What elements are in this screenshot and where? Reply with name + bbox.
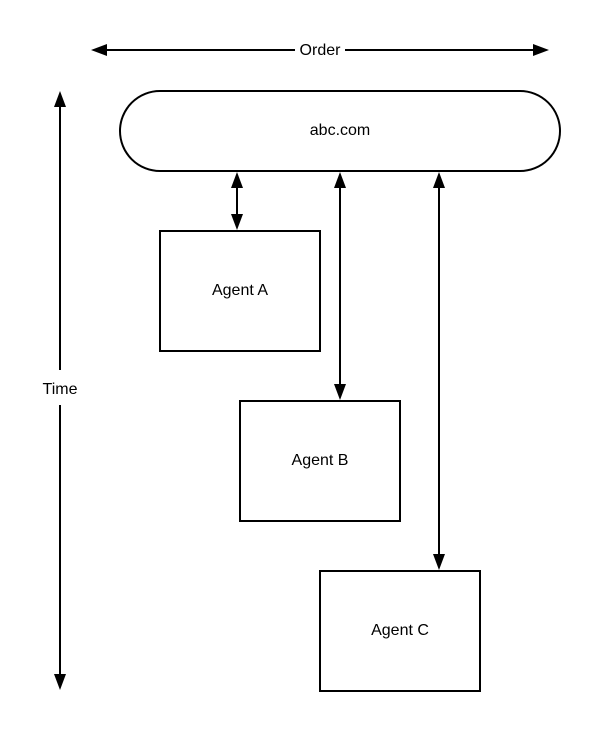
agent-c-label: Agent C <box>371 622 429 639</box>
server-shape <box>119 90 561 172</box>
time-axis-arrowhead-top <box>54 91 66 107</box>
agent-a-box <box>159 230 321 352</box>
order-axis-label: Order <box>300 42 342 59</box>
time-axis-arrowhead-bottom <box>54 674 66 690</box>
agent-b-label: Agent B <box>292 452 349 469</box>
agent-b-box <box>239 400 401 522</box>
server-node: abc.com <box>119 90 561 172</box>
agent-a-node: Agent A <box>159 230 321 352</box>
server-label: abc.com <box>310 122 370 139</box>
order-axis-arrowhead-left <box>91 44 107 56</box>
connector-agent-a-arrowhead-top <box>231 172 243 188</box>
connector-agent-c <box>433 172 445 570</box>
connector-agent-c-arrowhead-bottom <box>433 554 445 570</box>
order-axis-arrowhead-right <box>533 44 549 56</box>
connector-agent-a <box>231 172 243 230</box>
agent-b-node: Agent B <box>239 400 401 522</box>
agent-c-box <box>319 570 481 692</box>
connector-agent-b-arrowhead-bottom <box>334 384 346 400</box>
connector-agent-c-arrowhead-top <box>433 172 445 188</box>
connector-agent-a-arrowhead-bottom <box>231 214 243 230</box>
time-axis-label: Time <box>43 381 78 398</box>
order-axis: Order <box>91 42 549 59</box>
agent-c-node: Agent C <box>319 570 481 692</box>
agent-a-label: Agent A <box>212 282 268 299</box>
connector-agent-b-arrowhead-top <box>334 172 346 188</box>
time-axis: Time <box>43 91 78 690</box>
connector-agent-b <box>334 172 346 400</box>
